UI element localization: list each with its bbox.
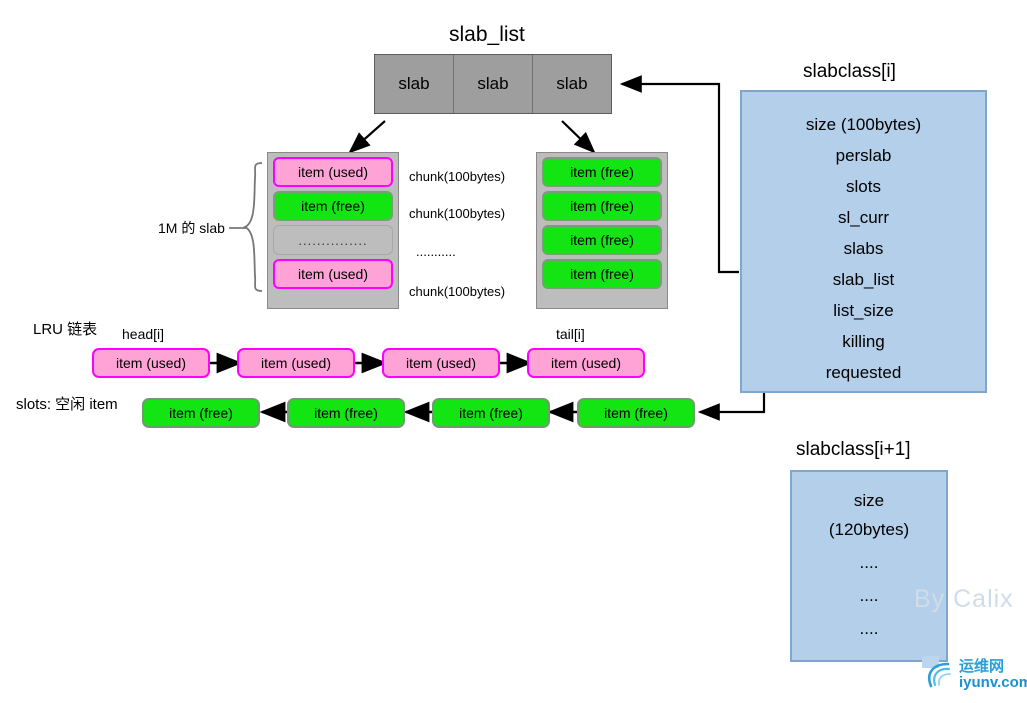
chunk-size-label: chunk(100bytes)	[409, 206, 506, 221]
lru-node[interactable]: item (used)	[527, 348, 645, 378]
slab-list-title: slab_list	[449, 23, 525, 46]
iyunv-cn-text: 运维网	[959, 658, 1005, 676]
slabclass-field-slots: slots	[846, 177, 881, 196]
slab-detail-left: item (used) item (free) ............... …	[267, 152, 399, 309]
iyunv-domain-text: iyunv.com	[959, 674, 1027, 691]
lru-node[interactable]: item (used)	[237, 348, 355, 378]
slabclass-next-field-more-1: ....	[859, 553, 879, 572]
slabclass-field-perslab: perslab	[835, 146, 892, 165]
iyunv-watermark: 运维网 iyunv.com	[922, 656, 1027, 694]
slab-chunk-item-free[interactable]: item (free)	[273, 191, 393, 221]
slab-chunk-item-free[interactable]: item (free)	[542, 259, 662, 289]
lru-tail-label: tail[i]	[556, 326, 585, 342]
slabclass-i-panel: size (100bytes) perslab slots sl_curr sl…	[740, 90, 987, 393]
lru-chain-label: LRU 链表	[33, 321, 98, 338]
slabclass-next-field-bytes: (120bytes)	[828, 520, 910, 539]
slabclass-i1-panel: size (120bytes) .... .... ....	[790, 470, 948, 662]
chunk-ellipsis-label: ...........	[416, 244, 456, 259]
slabclass-field-requested: requested	[825, 363, 902, 382]
slab-chunk-ellipsis: ...............	[273, 225, 393, 255]
slabclass-field-slab-list: slab_list	[832, 270, 895, 289]
calix-watermark: By Calix	[914, 585, 1014, 613]
slabclass-next-field-more-2: ....	[859, 586, 879, 605]
lru-node[interactable]: item (used)	[92, 348, 210, 378]
slots-node[interactable]: item (free)	[142, 398, 260, 428]
chunk-size-label: chunk(100bytes)	[409, 284, 506, 299]
slab-chunk-item-used[interactable]: item (used)	[273, 259, 393, 289]
iyunv-logo-icon	[922, 656, 951, 688]
slab-list-strip[interactable]: slab slab slab	[374, 54, 612, 114]
slab-chunk-item-free[interactable]: item (free)	[542, 225, 662, 255]
slots-node[interactable]: item (free)	[432, 398, 550, 428]
slabclass-next-field-size: size	[853, 491, 885, 510]
slabclass-field-size: size (100bytes)	[805, 115, 922, 134]
slabclass-i-title: slabclass[i]	[803, 61, 896, 82]
slab-cell[interactable]: slab	[556, 74, 588, 93]
slabclass-field-sl-curr: sl_curr	[837, 208, 889, 227]
slab-cell[interactable]: slab	[454, 55, 533, 113]
slots-node[interactable]: item (free)	[577, 398, 695, 428]
slabclass-next-field-more-3: ....	[859, 619, 879, 638]
lru-node[interactable]: item (used)	[382, 348, 500, 378]
slab-chunk-item-used[interactable]: item (used)	[273, 157, 393, 187]
chunk-size-label: chunk(100bytes)	[409, 169, 506, 184]
slab-chunk-item-free[interactable]: item (free)	[542, 157, 662, 187]
slabclass-field-list-size: list_size	[833, 301, 894, 320]
slab-size-brace-label: 1M 的 slab	[158, 220, 225, 236]
slab-cell[interactable]: slab	[375, 55, 454, 113]
slabclass-field-slabs: slabs	[843, 239, 884, 258]
slab-chunk-item-free[interactable]: item (free)	[542, 191, 662, 221]
slabclass-field-killing: killing	[842, 332, 885, 351]
slots-chain-label: slots: 空闲 item	[16, 396, 118, 413]
slab-detail-right: item (free) item (free) item (free) item…	[536, 152, 668, 309]
lru-head-label: head[i]	[122, 326, 165, 342]
slabclass-i1-title: slabclass[i+1]	[796, 439, 911, 460]
slots-node[interactable]: item (free)	[287, 398, 405, 428]
